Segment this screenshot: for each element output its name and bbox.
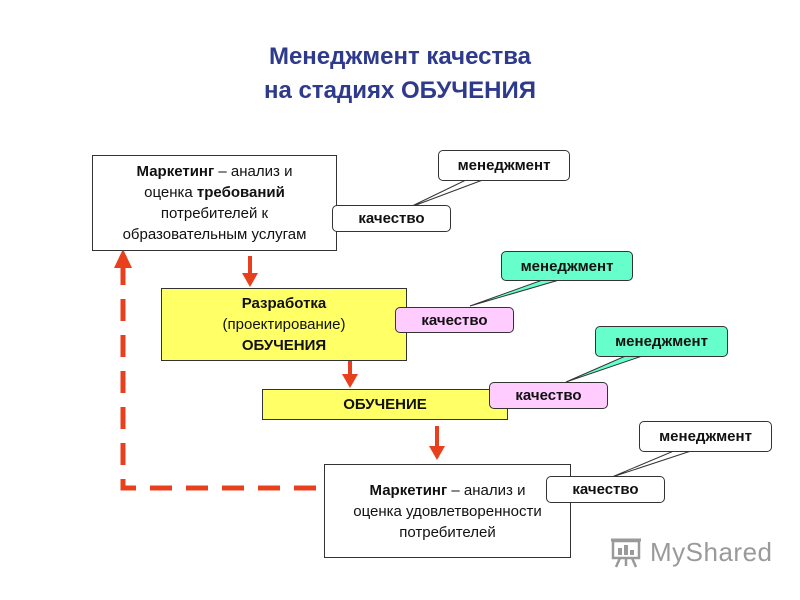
stage-marketing-needs-text-3: потребителей к xyxy=(160,205,269,222)
title-line-1: Менеджмент качества xyxy=(268,43,532,70)
stage-marketing-needs: Маркетинг – анализ и оценка требований п… xyxy=(92,155,337,251)
feedback-loop-line xyxy=(120,262,316,491)
stage-training: ОБУЧЕНИЕ xyxy=(262,389,508,420)
stage-marketing-satisfaction-bold-1: Маркетинг xyxy=(369,481,448,499)
stage-design-bold-1: Разработка xyxy=(241,295,327,312)
callout-tail-4 xyxy=(611,449,695,478)
stage-marketing-satisfaction-text-2: оценка удовлетворенности xyxy=(353,502,542,520)
stage-design: Разработка (проектирование) ОБУЧЕНИЯ xyxy=(161,288,407,361)
stage-marketing-needs-bold-1: Маркетинг xyxy=(136,163,215,180)
quality-label-1: качество xyxy=(332,205,451,232)
quality-label-3: качество xyxy=(489,382,608,409)
stage-marketing-satisfaction-text-3: потребителей xyxy=(399,523,496,541)
diagram-title: Менеджмент качества на стадиях ОБУЧЕНИЯ xyxy=(0,40,800,108)
stage-marketing-needs-bold-2: требований xyxy=(196,184,285,201)
management-callout-2: менеджмент xyxy=(501,251,633,281)
quality-label-4: качество xyxy=(546,476,665,503)
stage-marketing-satisfaction-text-1: – анализ и xyxy=(447,481,526,499)
callout-tail-1 xyxy=(407,177,489,209)
stage-marketing-satisfaction: Маркетинг – анализ и оценка удовлетворен… xyxy=(324,464,571,558)
management-callout-3: менеджмент xyxy=(595,326,728,357)
presentation-board-icon xyxy=(611,538,641,568)
arrow-training-to-marketing-head xyxy=(429,446,445,460)
watermark: MyShared xyxy=(610,536,773,568)
callout-tail-2 xyxy=(469,277,567,307)
callout-tail-3 xyxy=(565,353,649,383)
management-callout-4: менеджмент xyxy=(639,421,772,452)
title-line-2: на стадиях ОБУЧЕНИЯ xyxy=(264,77,536,104)
stage-marketing-needs-text-1: – анализ и xyxy=(214,163,293,180)
arrow-marketing-to-design-head xyxy=(242,273,258,287)
stage-design-bold-2: ОБУЧЕНИЯ xyxy=(241,337,327,354)
watermark-text: MyShared xyxy=(650,536,773,567)
quality-label-2: качество xyxy=(395,307,514,333)
stage-training-label: ОБУЧЕНИЕ xyxy=(343,396,427,413)
arrow-design-to-training-head xyxy=(342,374,358,388)
management-callout-1: менеджмент xyxy=(438,150,570,181)
stage-marketing-needs-text-2: оценка xyxy=(144,184,197,201)
feedback-loop-arrowhead xyxy=(114,249,132,268)
stage-marketing-needs-text-4: образовательным услугам xyxy=(122,226,307,243)
stage-design-text-1: (проектирование) xyxy=(222,316,346,333)
